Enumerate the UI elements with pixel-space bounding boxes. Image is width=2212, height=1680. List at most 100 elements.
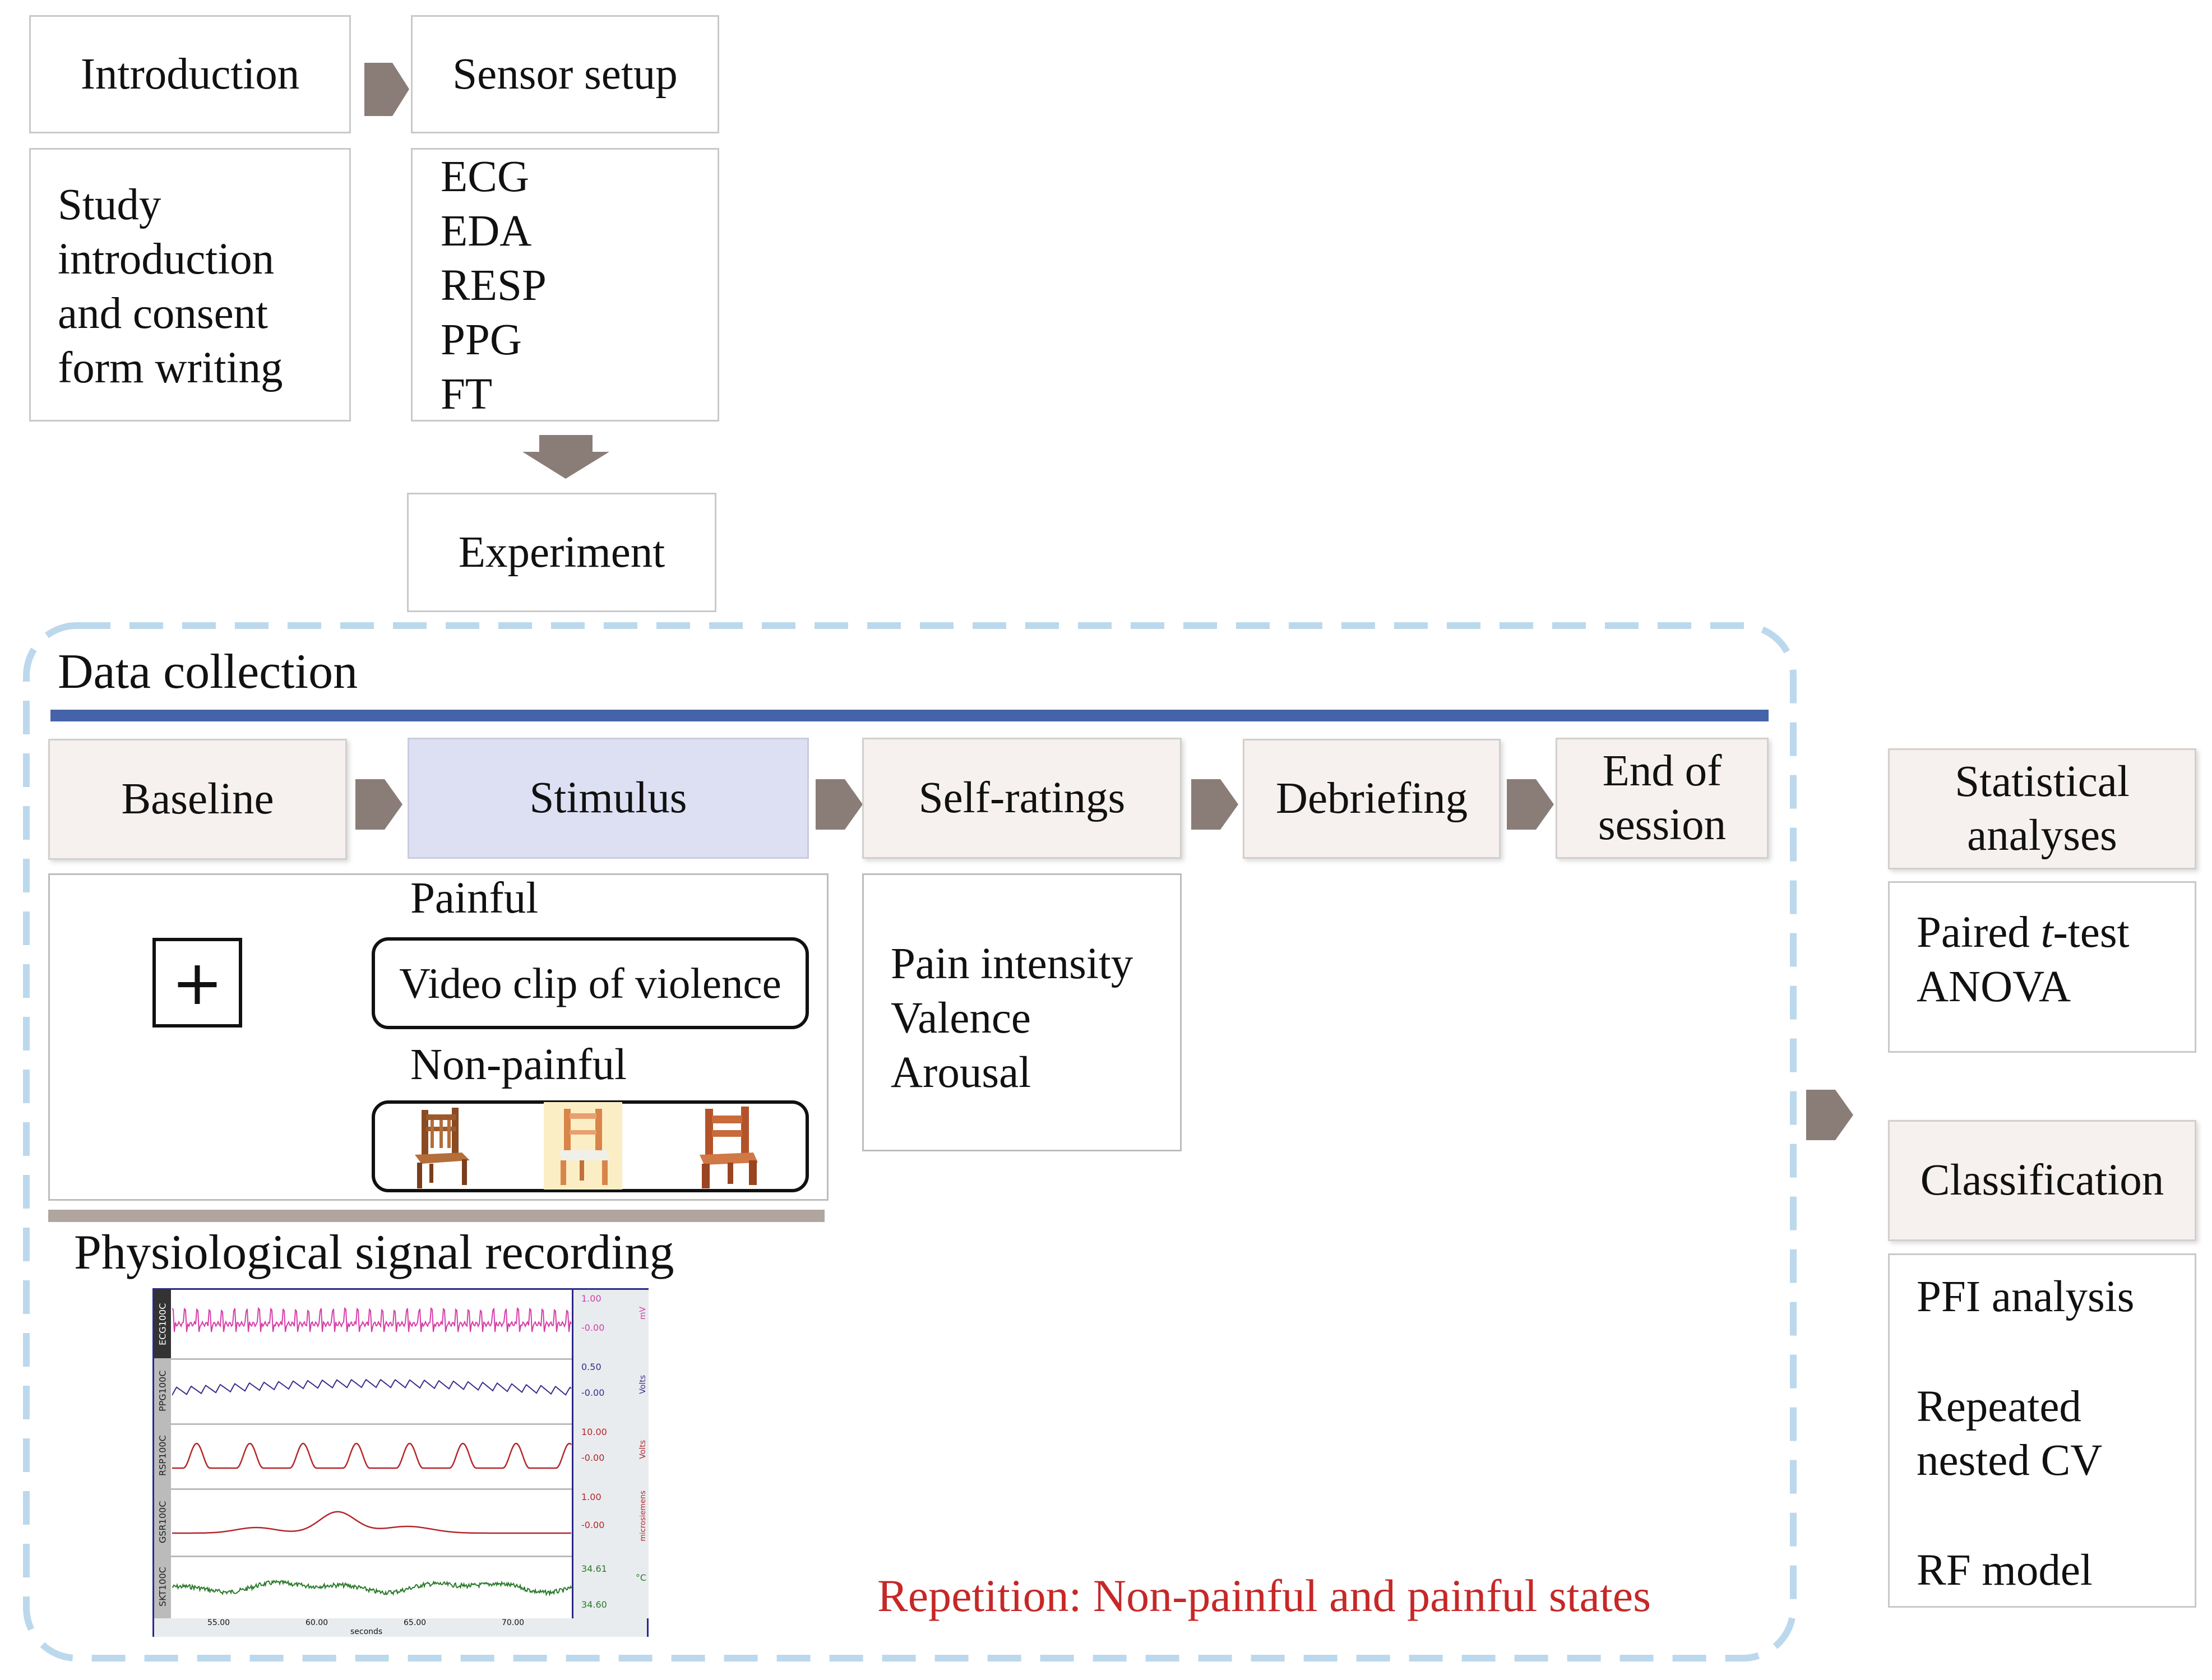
repetition-note: Repetition: Non-painful and painful stat… xyxy=(877,1570,1651,1621)
chair-image-3 xyxy=(700,1107,758,1188)
stat-title-line: Statistical xyxy=(1955,757,2130,806)
sensor-item: FT xyxy=(441,370,493,419)
scale-bottom: -0.00 xyxy=(581,1520,605,1530)
stage-label: Baseline xyxy=(121,775,274,823)
channel-scale: 1.00 -0.00 mV xyxy=(572,1290,649,1358)
channel-name-tab: PPG100C xyxy=(154,1358,171,1423)
scale-top: 1.00 xyxy=(581,1492,601,1502)
time-tick: 55.00 xyxy=(207,1618,230,1627)
channel-scale: 10.00 -0.00 Volts xyxy=(572,1423,649,1488)
stat-italic: t xyxy=(2040,908,2053,957)
arrow-stimulus-to-selfratings xyxy=(816,779,863,830)
stage-debriefing: Debriefing xyxy=(1243,739,1501,859)
statistical-methods: Paired t-test ANOVA xyxy=(1888,881,2196,1053)
channel-name: ECG100C xyxy=(157,1303,168,1345)
unit-label: mV xyxy=(638,1307,647,1320)
scale-top: 0.50 xyxy=(581,1362,601,1372)
sensor-setup-header: Sensor setup xyxy=(411,15,719,133)
unit-label: Volts xyxy=(638,1440,647,1459)
introduction-line: form writing xyxy=(58,344,283,392)
arrow-baseline-to-stimulus xyxy=(355,779,402,830)
scale-bottom: -0.00 xyxy=(581,1387,605,1398)
sensor-setup-title: Sensor setup xyxy=(452,49,678,99)
scale-top: 34.61 xyxy=(581,1563,607,1574)
fixation-cross-box: + xyxy=(152,938,242,1028)
classification-item: Repeated xyxy=(1917,1382,2081,1431)
arrow-intro-to-sensor xyxy=(364,63,409,116)
painful-stimulus-text: Video clip of violence xyxy=(399,959,781,1007)
stage-label: Stimulus xyxy=(529,774,687,822)
time-axis: 55.00 60.00 65.00 70.00 seconds xyxy=(154,1618,647,1637)
resp-trace xyxy=(172,1442,572,1469)
channel-scale: 0.50 -0.00 Volts xyxy=(572,1358,649,1423)
unit-label: Volts xyxy=(638,1375,647,1394)
painful-stimulus-box: Video clip of violence xyxy=(372,937,809,1029)
stage-end-of-session: End of session xyxy=(1556,738,1769,859)
channel-row: ECG100C 1.00 -0.00 mV xyxy=(154,1290,649,1360)
stat-prefix: Paired xyxy=(1917,908,2041,957)
time-tick: 65.00 xyxy=(404,1618,427,1627)
introduction-body: Study introduction and consent form writ… xyxy=(29,148,351,422)
statistical-analyses-header: Statistical analyses xyxy=(1888,748,2196,869)
ppg-trace xyxy=(172,1378,572,1396)
scale-bottom: -0.00 xyxy=(581,1452,605,1463)
arrow-selfratings-to-debriefing xyxy=(1191,779,1238,830)
unit-label: microsiemens xyxy=(639,1491,647,1542)
channel-row: PPG100C 0.50 -0.00 Volts xyxy=(154,1358,649,1425)
stage-label: Self-ratings xyxy=(918,774,1126,822)
channel-name: RSP100C xyxy=(157,1435,168,1477)
arrow-debriefing-to-end xyxy=(1507,779,1554,830)
channel-row: SKT100C 34.61 34.60 °C xyxy=(154,1556,649,1620)
channel-scale: 34.61 34.60 °C xyxy=(572,1556,649,1618)
recording-divider xyxy=(48,1210,825,1222)
introduction-title: Introduction xyxy=(80,49,300,99)
classification-methods: PFI analysis Repeated nested CV RF model xyxy=(1888,1253,2196,1608)
scale-top: 1.00 xyxy=(581,1293,601,1304)
self-rating-item: Pain intensity xyxy=(891,939,1133,988)
chair-image-1 xyxy=(415,1108,470,1188)
stat-suffix: -test xyxy=(2053,908,2130,957)
stage-label: End of xyxy=(1602,747,1722,795)
classification-title: Classification xyxy=(1920,1156,2164,1205)
time-tick: 60.00 xyxy=(306,1618,328,1627)
classification-item: nested CV xyxy=(1917,1436,2103,1485)
stat-method-anova: ANOVA xyxy=(1917,962,2071,1011)
stage-label: session xyxy=(1598,800,1727,849)
channel-name: GSR100C xyxy=(157,1501,168,1543)
stage-label: Debriefing xyxy=(1275,774,1468,823)
nonpainful-label: Non-painful xyxy=(410,1040,627,1089)
channel-row: RSP100C 10.00 -0.00 Volts xyxy=(154,1423,649,1490)
experiment-title: Experiment xyxy=(458,527,665,577)
time-axis-label: seconds xyxy=(350,1627,383,1636)
channel-name-tab: GSR100C xyxy=(154,1488,171,1556)
sensor-item: ECG xyxy=(441,152,529,201)
stat-method-ttest: Paired t-test xyxy=(1917,905,2195,960)
channel-name: SKT100C xyxy=(157,1567,168,1607)
painful-label: Painful xyxy=(410,874,539,923)
chair-image-2 xyxy=(544,1102,622,1190)
introduction-header: Introduction xyxy=(29,15,351,133)
data-collection-title: Data collection xyxy=(58,645,358,699)
channel-name-tab: SKT100C xyxy=(154,1556,171,1618)
scale-bottom: -0.00 xyxy=(581,1322,605,1333)
experiment-box: Experiment xyxy=(407,493,716,612)
sensor-item: EDA xyxy=(441,207,532,256)
stage-self-ratings: Self-ratings xyxy=(862,738,1182,859)
channel-scale: 1.00 -0.00 microsiemens xyxy=(572,1488,649,1556)
signal-panel: ECG100C 1.00 -0.00 mV PPG100C 0.50 -0.00… xyxy=(152,1288,649,1637)
skt-trace xyxy=(172,1579,572,1597)
unit-label: °C xyxy=(635,1572,646,1583)
time-tick: 70.00 xyxy=(502,1618,525,1627)
classification-item: PFI analysis xyxy=(1917,1272,2135,1321)
channel-name-tab: ECG100C xyxy=(154,1290,171,1358)
classification-header: Classification xyxy=(1888,1120,2196,1241)
introduction-line: and consent xyxy=(58,289,269,338)
gsr-trace xyxy=(172,1511,571,1534)
sensor-item: RESP xyxy=(441,261,547,310)
self-rating-item: Arousal xyxy=(891,1048,1031,1097)
recording-title: Physiological signal recording xyxy=(74,1225,674,1280)
scale-bottom: 34.60 xyxy=(581,1599,607,1610)
sensor-list: ECG EDA RESP PPG FT xyxy=(411,148,719,422)
self-ratings-detail: Pain intensity Valence Arousal xyxy=(862,873,1182,1151)
